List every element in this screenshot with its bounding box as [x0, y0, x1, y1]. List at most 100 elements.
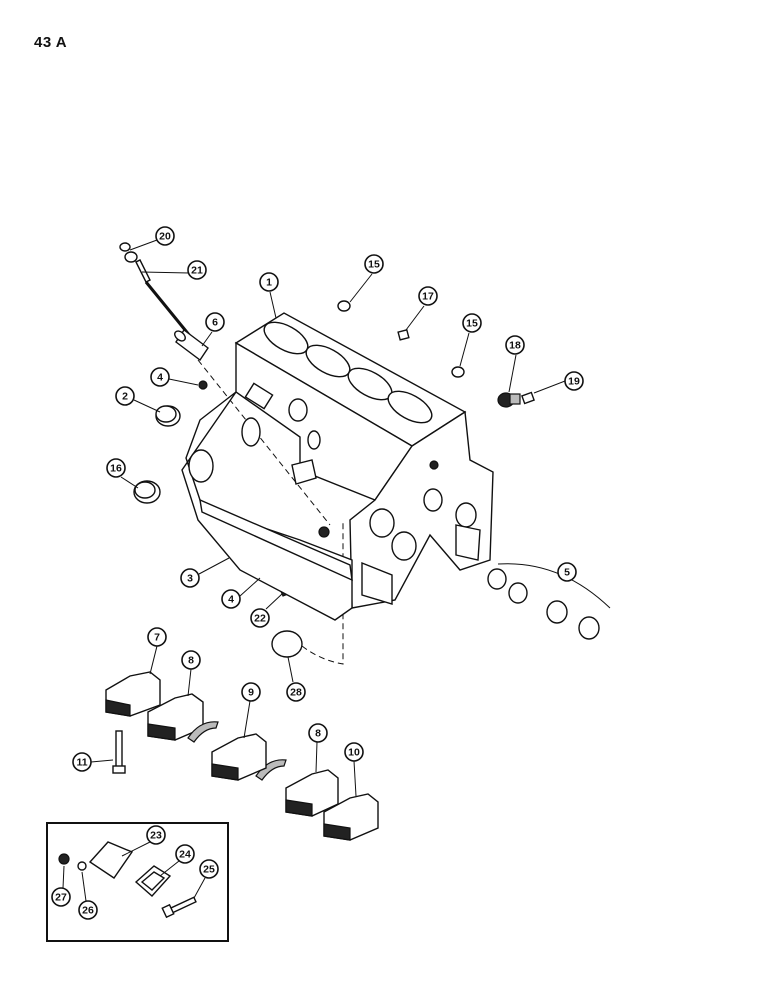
- callout-18: 18: [505, 335, 525, 355]
- callout-label: 20: [159, 231, 171, 243]
- callout-circle: [344, 742, 364, 762]
- callout-circle: [78, 900, 98, 920]
- callout-circle: [308, 723, 328, 743]
- bolt-11: [112, 730, 126, 774]
- gasket-24: [134, 865, 172, 897]
- callout-circle: [259, 272, 279, 292]
- callout-label: 15: [466, 318, 478, 330]
- plug-15-right: [451, 366, 465, 378]
- callout-24: 24: [175, 844, 195, 864]
- callout-label: 21: [191, 265, 203, 277]
- plug-15-top: [337, 300, 351, 312]
- callout-label: 22: [254, 613, 266, 625]
- cam-bearings-5: [487, 563, 611, 640]
- callout-25: 25: [199, 859, 219, 879]
- callout-circle: [505, 335, 525, 355]
- callout-label: 4: [157, 372, 163, 384]
- callout-label: 15: [368, 259, 380, 271]
- callout-27: 27: [51, 887, 71, 907]
- callout-label: 17: [422, 291, 434, 303]
- callout-label: 7: [154, 632, 160, 644]
- callout-label: 4: [228, 594, 234, 606]
- callout-circle: [462, 313, 482, 333]
- callout-label: 1: [266, 277, 272, 289]
- callout-4: 4: [221, 589, 241, 609]
- engine-block-1: [181, 312, 494, 621]
- callout-label: 8: [188, 655, 194, 667]
- fitting-19: [521, 391, 535, 405]
- hidden-line: [197, 359, 331, 526]
- callout-label: 10: [348, 747, 360, 759]
- callout-label: 26: [82, 905, 94, 917]
- callout-8: 8: [308, 723, 328, 743]
- callout-9: 9: [241, 682, 261, 702]
- callout-20: 20: [155, 226, 175, 246]
- callout-circle: [146, 825, 166, 845]
- callout-17: 17: [418, 286, 438, 306]
- callout-label: 3: [187, 573, 193, 585]
- plug-17: [397, 328, 410, 341]
- callout-circle: [175, 844, 195, 864]
- callout-circle: [241, 682, 261, 702]
- callout-4: 4: [150, 367, 170, 387]
- callout-label: 2: [122, 391, 128, 403]
- callout-circle: [180, 568, 200, 588]
- callout-circle: [155, 226, 175, 246]
- callout-circle: [115, 386, 135, 406]
- callout-circle: [147, 627, 167, 647]
- callout-circle: [199, 859, 219, 879]
- callout-circle: [181, 650, 201, 670]
- tube-part-6: [174, 328, 209, 362]
- callout-circle: [150, 367, 170, 387]
- callout-label: 8: [315, 728, 321, 740]
- callout-10: 10: [344, 742, 364, 762]
- callout-8: 8: [181, 650, 201, 670]
- callout-5: 5: [557, 562, 577, 582]
- main-bearing-cap-8b: [285, 769, 339, 817]
- page-number: 43 A: [34, 34, 68, 51]
- fitting-18: [497, 392, 521, 408]
- callout-label: 5: [564, 567, 570, 579]
- cover-plate-28: [271, 520, 344, 665]
- callout-1: 1: [259, 272, 279, 292]
- main-bearing-cap-8a: [147, 693, 204, 741]
- expansion-plug-2: [155, 405, 181, 427]
- leader-lines: [62, 239, 566, 902]
- callout-label: 23: [150, 830, 162, 842]
- callout-circle: [187, 260, 207, 280]
- main-bearing-cap-10: [323, 793, 379, 841]
- dipstick-assembly: [119, 242, 196, 343]
- callout-circle: [557, 562, 577, 582]
- callout-label: 9: [248, 687, 254, 699]
- callout-label: 16: [110, 463, 122, 475]
- callout-circle: [364, 254, 384, 274]
- callout-circle: [205, 312, 225, 332]
- callout-28: 28: [286, 682, 306, 702]
- callout-label: 19: [568, 376, 580, 388]
- callout-3: 3: [180, 568, 200, 588]
- callout-circle: [286, 682, 306, 702]
- callout-label: 6: [212, 317, 218, 329]
- bolt-25: [161, 896, 197, 919]
- callout-label: 24: [179, 849, 191, 861]
- callout-circle: [106, 458, 126, 478]
- callout-16: 16: [106, 458, 126, 478]
- callout-21: 21: [187, 260, 207, 280]
- callout-label: 18: [509, 340, 521, 352]
- callout-26: 26: [78, 900, 98, 920]
- callout-circle: [221, 589, 241, 609]
- callout-circle: [250, 608, 270, 628]
- callout-label: 28: [290, 687, 302, 699]
- callout-circle: [418, 286, 438, 306]
- callout-circle: [51, 887, 71, 907]
- washer-26: [77, 861, 87, 871]
- main-bearing-cap-7: [105, 671, 161, 717]
- cover-plate-23: [88, 841, 134, 879]
- callout-23: 23: [146, 825, 166, 845]
- callout-22: 22: [250, 608, 270, 628]
- callout-15: 15: [462, 313, 482, 333]
- callout-label: 25: [203, 864, 215, 876]
- callout-label: 11: [76, 757, 87, 769]
- inset-frame: [46, 822, 229, 942]
